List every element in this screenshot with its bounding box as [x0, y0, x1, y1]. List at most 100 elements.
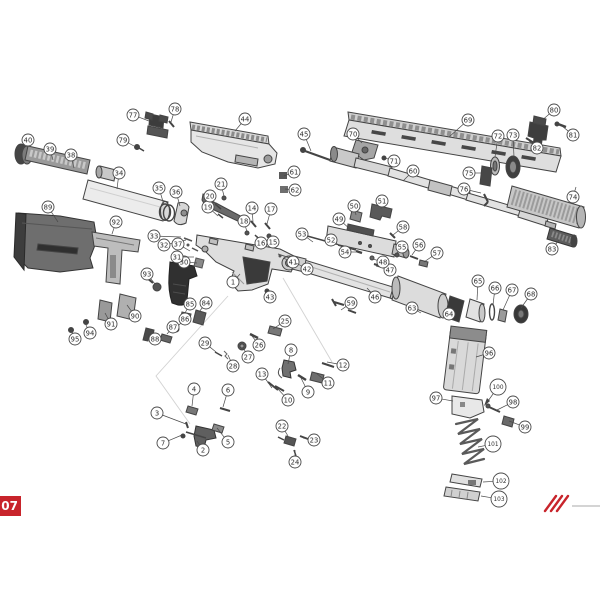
callout-89: 89 — [41, 200, 59, 223]
svg-text:88: 88 — [151, 335, 160, 343]
callout-103: 103 — [480, 490, 508, 508]
svg-text:53: 53 — [298, 230, 307, 238]
svg-text:43: 43 — [266, 293, 275, 301]
callout-51: 51 — [375, 194, 389, 210]
svg-text:58: 58 — [399, 223, 408, 231]
svg-text:34: 34 — [115, 169, 124, 177]
svg-text:90: 90 — [131, 312, 140, 320]
upper-receiver — [189, 121, 278, 169]
svg-text:69: 69 — [464, 116, 473, 124]
svg-text:63: 63 — [408, 304, 417, 312]
svg-text:64: 64 — [445, 310, 454, 318]
callout-62: 62 — [284, 183, 302, 197]
callout-71: 71 — [384, 154, 401, 168]
svg-text:52: 52 — [327, 236, 336, 244]
callout-88: 88 — [148, 332, 162, 346]
callout-19: 19 — [201, 200, 219, 217]
magazine — [443, 325, 488, 395]
callout-67: 67 — [502, 283, 519, 311]
svg-text:98: 98 — [509, 398, 518, 406]
svg-text:94: 94 — [86, 329, 95, 337]
svg-text:92: 92 — [112, 218, 121, 226]
callout-7: 7 — [156, 434, 183, 450]
callout-95: 95 — [68, 328, 82, 346]
callout-63: 63 — [405, 301, 422, 315]
svg-text:93: 93 — [143, 270, 152, 278]
callout-69: 69 — [448, 113, 475, 138]
svg-text:3: 3 — [155, 409, 159, 417]
callout-66: 66 — [488, 281, 502, 306]
svg-text:68: 68 — [527, 290, 536, 298]
callout-64: 64 — [442, 307, 456, 321]
callout-52: 52 — [324, 233, 343, 248]
handguard — [343, 111, 562, 173]
callout-34: 34 — [112, 166, 126, 190]
callout-53: 53 — [295, 227, 314, 243]
svg-text:6: 6 — [226, 386, 230, 394]
svg-text:11: 11 — [324, 379, 333, 387]
callout-43: 43 — [263, 290, 277, 304]
callout-25: 25 — [272, 314, 292, 330]
callout-75: 75 — [462, 166, 481, 180]
svg-text:73: 73 — [509, 131, 518, 139]
svg-text:65: 65 — [474, 277, 483, 285]
callout-93: 93 — [140, 267, 156, 285]
svg-text:29: 29 — [201, 339, 210, 347]
callout-83: 83 — [545, 239, 560, 256]
svg-text:50: 50 — [350, 202, 359, 210]
callout-102: 102 — [482, 472, 510, 490]
svg-text:97: 97 — [432, 394, 441, 402]
callout-54: 54 — [338, 245, 356, 259]
callout-24: 24 — [288, 450, 302, 469]
end-plate — [173, 202, 190, 226]
svg-text:33: 33 — [150, 232, 159, 240]
callout-79: 79 — [116, 133, 135, 147]
svg-text:70: 70 — [349, 130, 358, 138]
callout-27: 27 — [241, 346, 255, 364]
callout-42: 42 — [295, 262, 314, 276]
callout-57: 57 — [423, 246, 444, 263]
callout-6: 6 — [221, 383, 235, 408]
callout-74: 74 — [566, 186, 580, 204]
callout-73: 73 — [506, 128, 520, 158]
callout-8: 8 — [284, 343, 298, 365]
svg-text:24: 24 — [291, 458, 300, 466]
callout-15: 15 — [266, 233, 280, 249]
callout-80: 80 — [539, 103, 561, 123]
retainer-ring — [158, 203, 176, 222]
pivot-pin — [300, 147, 331, 161]
svg-text:51: 51 — [378, 197, 387, 205]
svg-text:103: 103 — [493, 497, 504, 503]
callout-96: 96 — [475, 346, 496, 360]
svg-text:20: 20 — [206, 192, 215, 200]
svg-text:5: 5 — [226, 438, 230, 446]
buttstock — [13, 212, 98, 273]
svg-text:83: 83 — [548, 245, 557, 253]
callout-33: 33 — [147, 229, 182, 243]
callout-87: 87 — [166, 320, 180, 335]
grip-tube — [506, 185, 586, 229]
svg-text:41: 41 — [289, 258, 298, 266]
callout-55: 55 — [395, 240, 409, 255]
svg-text:1: 1 — [231, 278, 235, 286]
svg-text:39: 39 — [46, 145, 55, 153]
svg-text:96: 96 — [485, 349, 494, 357]
svg-text:80: 80 — [550, 106, 559, 114]
callout-46: 46 — [366, 287, 382, 304]
callout-2: 2 — [196, 440, 210, 457]
callout-22: 22 — [275, 419, 289, 437]
svg-text:75: 75 — [465, 169, 474, 177]
svg-text:87: 87 — [169, 323, 178, 331]
callout-29: 29 — [198, 336, 217, 353]
svg-text:22: 22 — [278, 422, 287, 430]
svg-text:18: 18 — [240, 217, 249, 225]
callout-3: 3 — [150, 406, 187, 425]
svg-text:56: 56 — [415, 241, 424, 249]
svg-text:9: 9 — [306, 388, 310, 396]
svg-text:44: 44 — [241, 115, 250, 123]
receiver-pins — [183, 172, 297, 294]
front-sight — [525, 115, 567, 149]
callout-18: 18 — [237, 214, 251, 233]
left-brand-badge-text: 07 — [1, 499, 18, 513]
